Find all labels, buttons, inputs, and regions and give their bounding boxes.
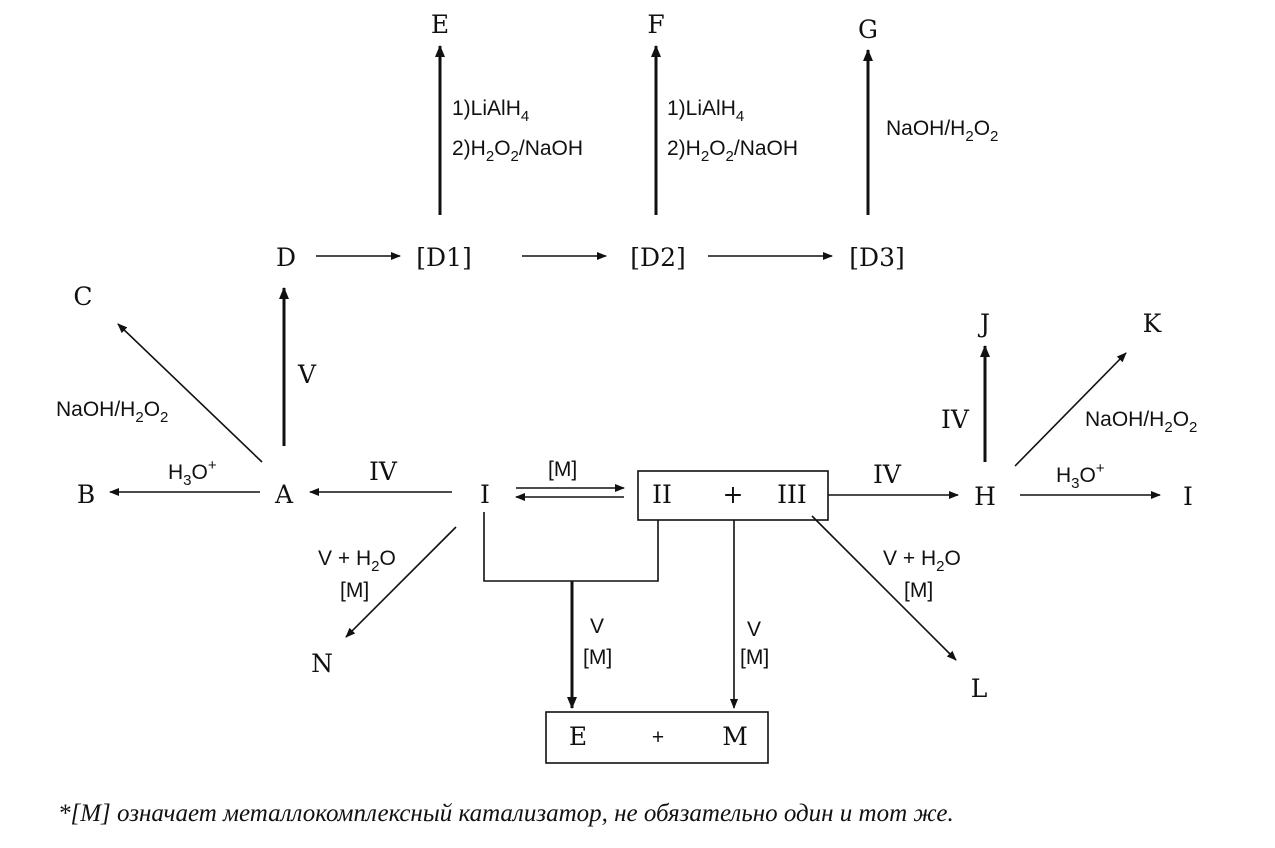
reagent-naoh-h2o2-C: NaOH/H2O2 [56,398,168,426]
compound-D2: [D2] [630,243,685,272]
label-IV-H-J: IV [941,405,970,434]
compound-I-end: I [1183,482,1193,511]
arrow-III-to-L [811,515,957,661]
reagent-lialh4-1: 1)LiAlH4 [452,97,529,125]
reagent-h3o-I: H3O+ [1056,460,1105,492]
compound-J: J [977,309,990,338]
catalyst-E: [M] [583,646,612,669]
compound-H: H [974,482,996,511]
reagent-lialh4-2: 1)LiAlH4 [667,97,744,125]
label-V-E: V [590,615,604,638]
arrow-I-to-N [345,526,457,638]
box-E-M [545,711,769,764]
reagent-h2o2-naoh-1: 2)H2O2/NaOH [452,137,583,165]
compound-D3: [D3] [849,243,904,272]
footnote: *[M] означает металлокомплексный катализ… [58,800,954,827]
compound-M: M [722,722,748,751]
reagent-h2o2-naoh-2: 2)H2O2/NaOH [667,137,798,165]
compound-C: C [73,282,92,311]
compound-D: D [276,243,296,272]
label-IV-III-H: IV [873,460,902,489]
reagent-naoh-h2o2-G: NaOH/H2O2 [886,117,998,145]
compound-II: II [652,480,672,509]
label-IV-I-A: IV [369,457,398,486]
arrow-A-to-C [117,323,263,463]
compound-B: B [77,480,95,509]
catalyst-L: [M] [904,579,933,602]
catalyst-M: [M] [740,646,769,669]
reagent-v-h2o-N: V + H2O [318,547,396,575]
plus-sign-bottom: + [652,726,664,749]
compound-K: K [1143,309,1163,338]
compound-I-start: I [480,480,490,509]
plus-sign-top: + [723,480,744,509]
compound-III: III [777,480,807,509]
compound-L: L [971,674,988,703]
compound-G: G [858,15,878,44]
compound-E: E [431,10,449,39]
catalyst-N: [M] [340,579,369,602]
compound-N: N [311,649,333,678]
label-V-M: V [747,618,761,641]
compound-E-box: E [569,722,587,751]
catalyst-equilibrium: [M] [548,458,577,481]
compound-A: A [274,480,294,509]
connector-I-II [483,512,659,582]
compound-D1: [D1] [416,243,471,272]
label-V-A-D: V [297,360,317,389]
reagent-naoh-h2o2-K: NaOH/H2O2 [1085,408,1197,436]
reagent-h3o-B: H3O+ [168,457,217,489]
arrow-H-to-K [1014,352,1127,467]
compound-F: F [647,10,664,39]
reagent-v-h2o-L: V + H2O [883,547,961,575]
